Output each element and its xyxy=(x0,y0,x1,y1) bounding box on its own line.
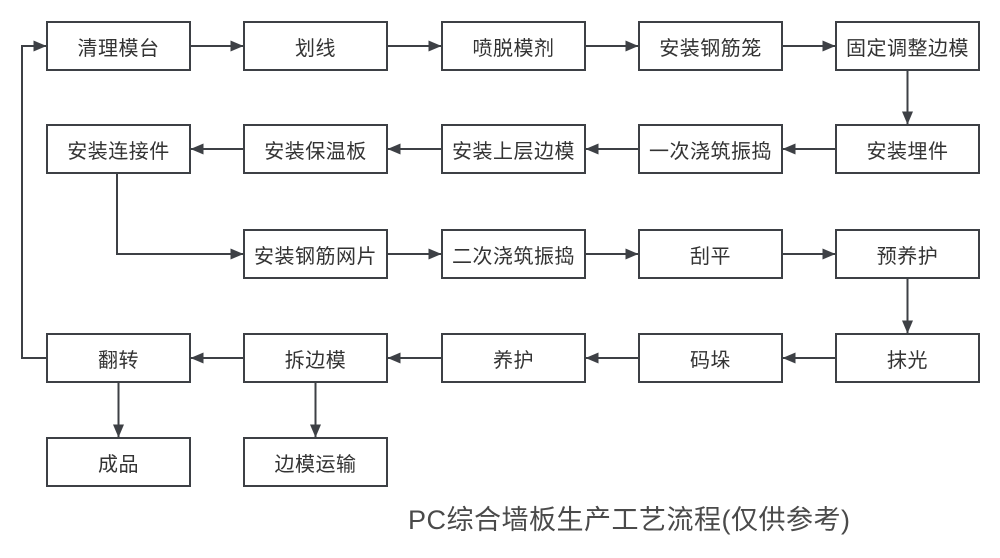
node-spray-release-agent: 喷脱模剂 xyxy=(441,21,586,71)
node-side-form-transport: 边模运输 xyxy=(243,437,388,487)
node-install-rebar-cage: 安装钢筋笼 xyxy=(638,21,783,71)
arrow-install-connectors-to-install-rebar-mesh xyxy=(116,174,244,260)
node-stacking: 码垛 xyxy=(638,333,783,383)
node-second-pour-vibrate: 二次浇筑振捣 xyxy=(441,229,586,279)
node-flip: 翻转 xyxy=(46,333,191,383)
node-clean-mold-table: 清理模台 xyxy=(46,21,191,71)
arrow-flip-to-clean-mold-table xyxy=(21,40,47,359)
node-install-rebar-mesh: 安装钢筋网片 xyxy=(243,229,388,279)
node-fix-adjust-side-forms: 固定调整边模 xyxy=(835,21,980,71)
node-first-pour-vibrate: 一次浇筑振捣 xyxy=(638,124,783,174)
node-curing: 养护 xyxy=(441,333,586,383)
node-finished-product: 成品 xyxy=(46,437,191,487)
node-pre-curing: 预养护 xyxy=(835,229,980,279)
node-install-embedded-parts: 安装埋件 xyxy=(835,124,980,174)
diagram-title: PC综合墙板生产工艺流程(仅供参考) xyxy=(408,505,851,535)
node-install-upper-side-forms: 安装上层边模 xyxy=(441,124,586,174)
node-trowel-finish: 抹光 xyxy=(835,333,980,383)
node-install-insulation-board: 安装保温板 xyxy=(243,124,388,174)
node-install-connectors: 安装连接件 xyxy=(46,124,191,174)
node-screed: 刮平 xyxy=(638,229,783,279)
node-remove-side-forms: 拆边模 xyxy=(243,333,388,383)
node-marking: 划线 xyxy=(243,21,388,71)
